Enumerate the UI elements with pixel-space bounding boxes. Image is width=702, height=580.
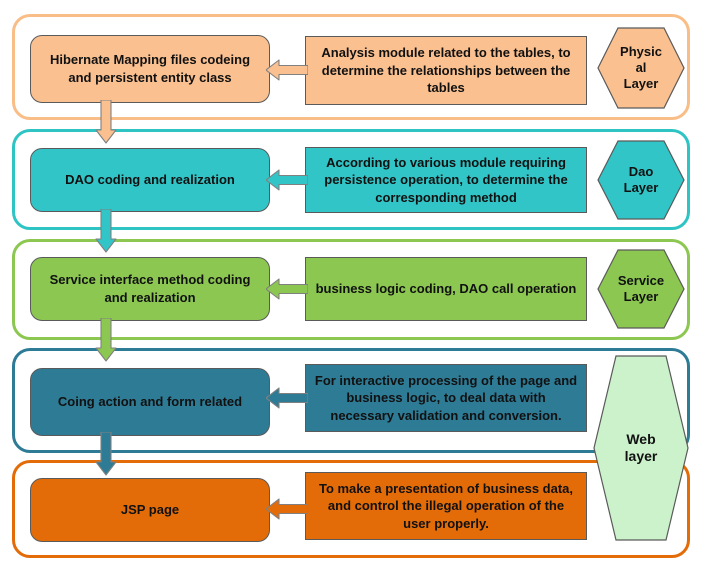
layer-frame-physical	[12, 14, 690, 120]
down-flow-arrow-action-to-jsp	[93, 432, 119, 476]
description-box-service[interactable]: business logic coding, DAO call operatio…	[305, 257, 587, 321]
layer-frame-dao	[12, 129, 690, 230]
layer-frame-jsp	[12, 460, 690, 558]
down-flow-arrow-service-to-action	[93, 318, 119, 362]
process-box-service[interactable]: Service interface method coding and real…	[30, 257, 270, 321]
left-flow-arrow-jsp	[266, 496, 308, 522]
description-box-jsp-label: To make a presentation of business data,…	[318, 480, 574, 531]
left-flow-arrow-physical	[266, 57, 308, 83]
description-box-dao-label: According to various module requiring pe…	[324, 154, 568, 205]
left-flow-arrow-service	[266, 276, 308, 302]
left-flow-arrow-dao	[266, 167, 308, 193]
down-flow-arrow-physical-to-dao	[93, 100, 119, 144]
badge-hexagon-physical[interactable]: Physic al Layer	[596, 26, 686, 110]
description-box-action[interactable]: For interactive processing of the page a…	[305, 364, 587, 432]
process-box-jsp-label: JSP page	[120, 502, 180, 518]
badge-hexagon-service[interactable]: Service Layer	[596, 248, 686, 330]
description-box-action-label: For interactive processing of the page a…	[314, 372, 578, 423]
down-flow-arrow-dao-to-service	[93, 209, 119, 253]
description-box-service-label: business logic coding, DAO call operatio…	[315, 281, 577, 297]
process-box-dao-label: DAO coding and realization	[65, 172, 235, 188]
left-flow-arrow-action	[266, 385, 308, 411]
process-box-action[interactable]: Coing action and form related	[30, 368, 270, 436]
description-box-physical[interactable]: Analysis module related to the tables, t…	[305, 36, 587, 105]
layer-frame-service	[12, 239, 690, 340]
badge-hexagon-dao[interactable]: Dao Layer	[596, 139, 686, 221]
layer-frame-action	[12, 348, 690, 453]
process-box-service-label: Service interface method coding and real…	[49, 272, 251, 305]
description-box-physical-label: Analysis module related to the tables, t…	[321, 45, 571, 96]
badge-hexagon-web-layer[interactable]: Web layer	[592, 354, 690, 542]
description-box-jsp[interactable]: To make a presentation of business data,…	[305, 472, 587, 540]
description-box-dao[interactable]: According to various module requiring pe…	[305, 147, 587, 213]
process-box-dao[interactable]: DAO coding and realization	[30, 148, 270, 212]
process-box-physical[interactable]: Hibernate Mapping files codeing and pers…	[30, 35, 270, 103]
process-box-physical-label: Hibernate Mapping files codeing and pers…	[49, 52, 251, 85]
process-box-action-label: Coing action and form related	[57, 394, 243, 410]
process-box-jsp[interactable]: JSP page	[30, 478, 270, 542]
